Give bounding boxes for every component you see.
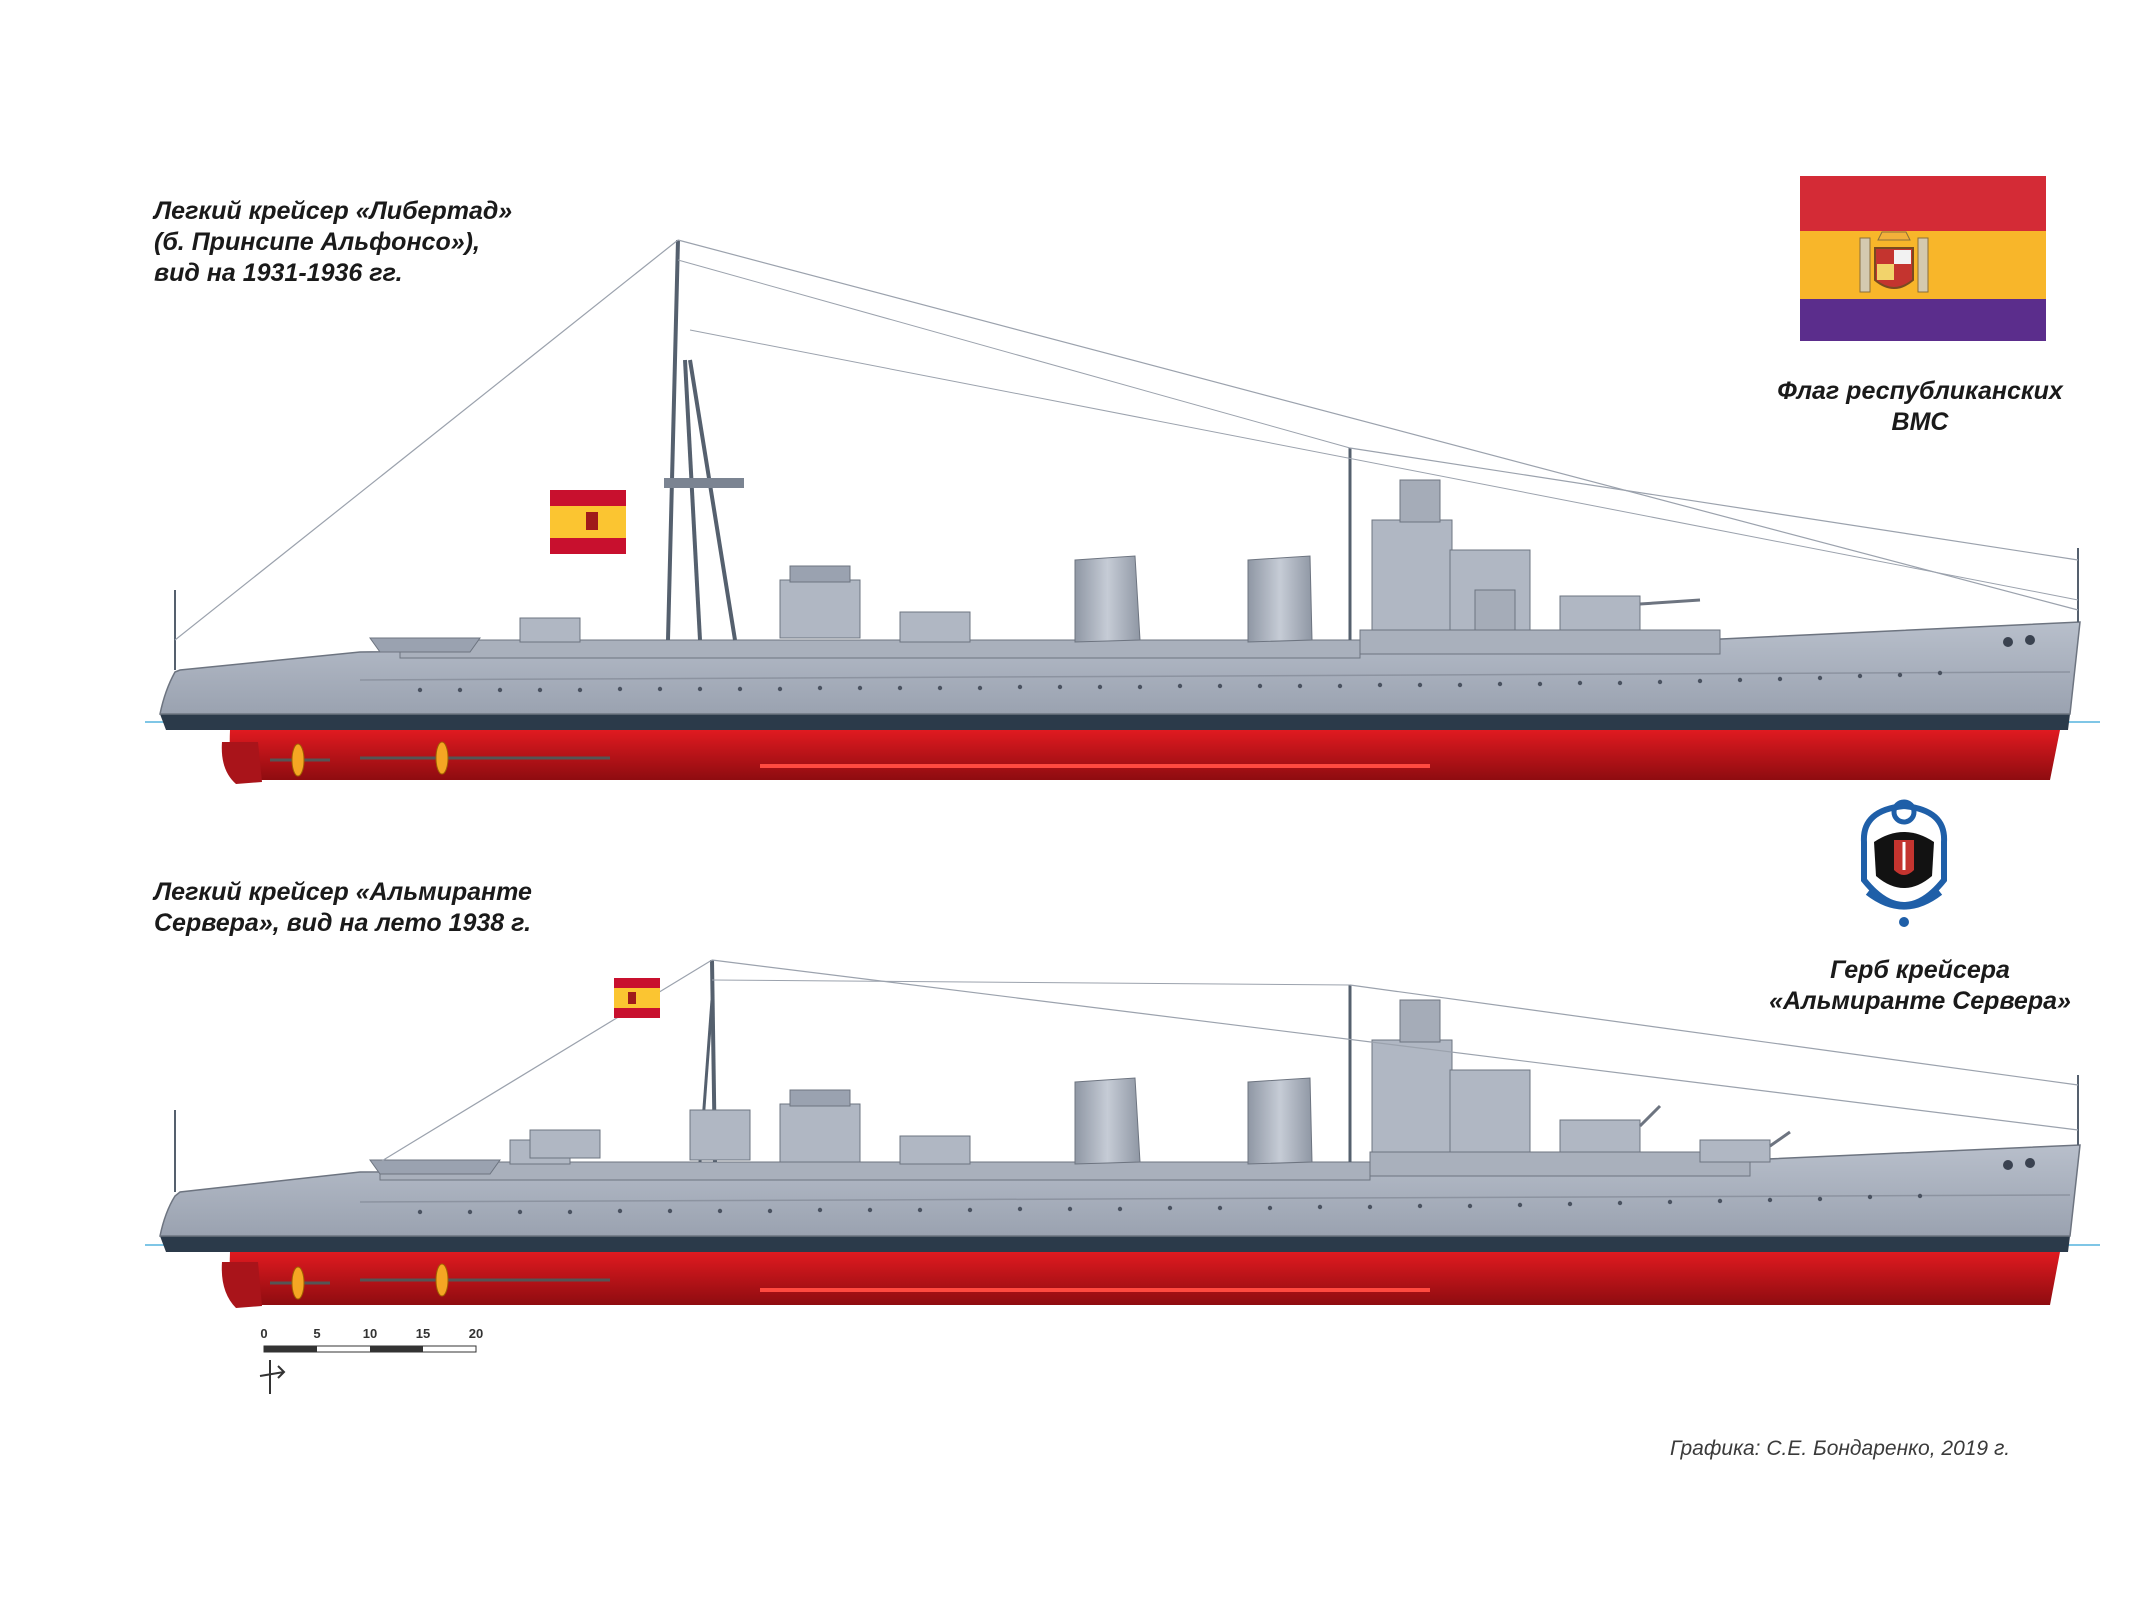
propeller-aft: [270, 743, 330, 777]
propeller-fwd: [360, 741, 610, 775]
caption-line: Сервера», вид на лето 1938 г.: [154, 909, 532, 937]
caption-line: (б. Принсипе Альфонсо»),: [154, 228, 480, 256]
scale-label: 20: [469, 1326, 483, 1341]
scale-label: 5: [313, 1326, 320, 1341]
underwater-hull-bottom: [229, 1252, 2061, 1305]
cruiser-crest: [1860, 799, 1948, 927]
crest-caption: Герб крейсера «Альмиранте Сервера»: [1640, 955, 2154, 1017]
rudder: [221, 742, 262, 784]
spanish-flag-top: [550, 490, 626, 554]
caption-line: Флаг республиканских: [1777, 377, 2063, 405]
caption-line: Герб крейсера: [1830, 956, 2010, 984]
ship-bottom-caption: Легкий крейсер «Альмиранте Сервера», вид…: [154, 877, 532, 939]
orientation-arrow-icon: [259, 1360, 286, 1394]
underwater-hull: [229, 730, 2061, 780]
ship-top: [145, 239, 2100, 784]
ship-bottom: [145, 959, 2100, 1308]
republican-flag: [1800, 176, 2046, 341]
flag-caption: Флаг республиканских ВМС: [1690, 376, 2150, 438]
caption-line: Легкий крейсер «Альмиранте: [154, 878, 532, 906]
caption-line: Легкий крейсер «Либертад»: [154, 197, 513, 225]
propeller-fwd-bottom: [360, 1263, 610, 1297]
ship-top-caption: Легкий крейсер «Либертад» (б. Принсипе А…: [154, 196, 512, 289]
caption-line: ВМС: [1891, 408, 1949, 436]
caption-line: вид на 1931-1936 гг.: [154, 259, 403, 287]
credit-text: Графика: С.Е. Бондаренко, 2019 г.: [1670, 1437, 2011, 1460]
funnel-aft: [1074, 555, 1141, 643]
caption-line: «Альмиранте Сервера»: [1769, 987, 2071, 1015]
spanish-flag-bottom: [614, 978, 660, 1018]
scale-bar: 0 5 10 15 20: [259, 1326, 483, 1394]
funnel-fwd: [1247, 555, 1313, 643]
scale-label: 0: [260, 1326, 267, 1341]
propeller-aft-bottom: [270, 1266, 330, 1300]
republican-coat-of-arms: [1859, 231, 1929, 293]
portholes: [417, 670, 1943, 693]
boot-topping: [160, 714, 2070, 730]
scale-label: 10: [363, 1326, 377, 1341]
scale-label: 15: [416, 1326, 430, 1341]
